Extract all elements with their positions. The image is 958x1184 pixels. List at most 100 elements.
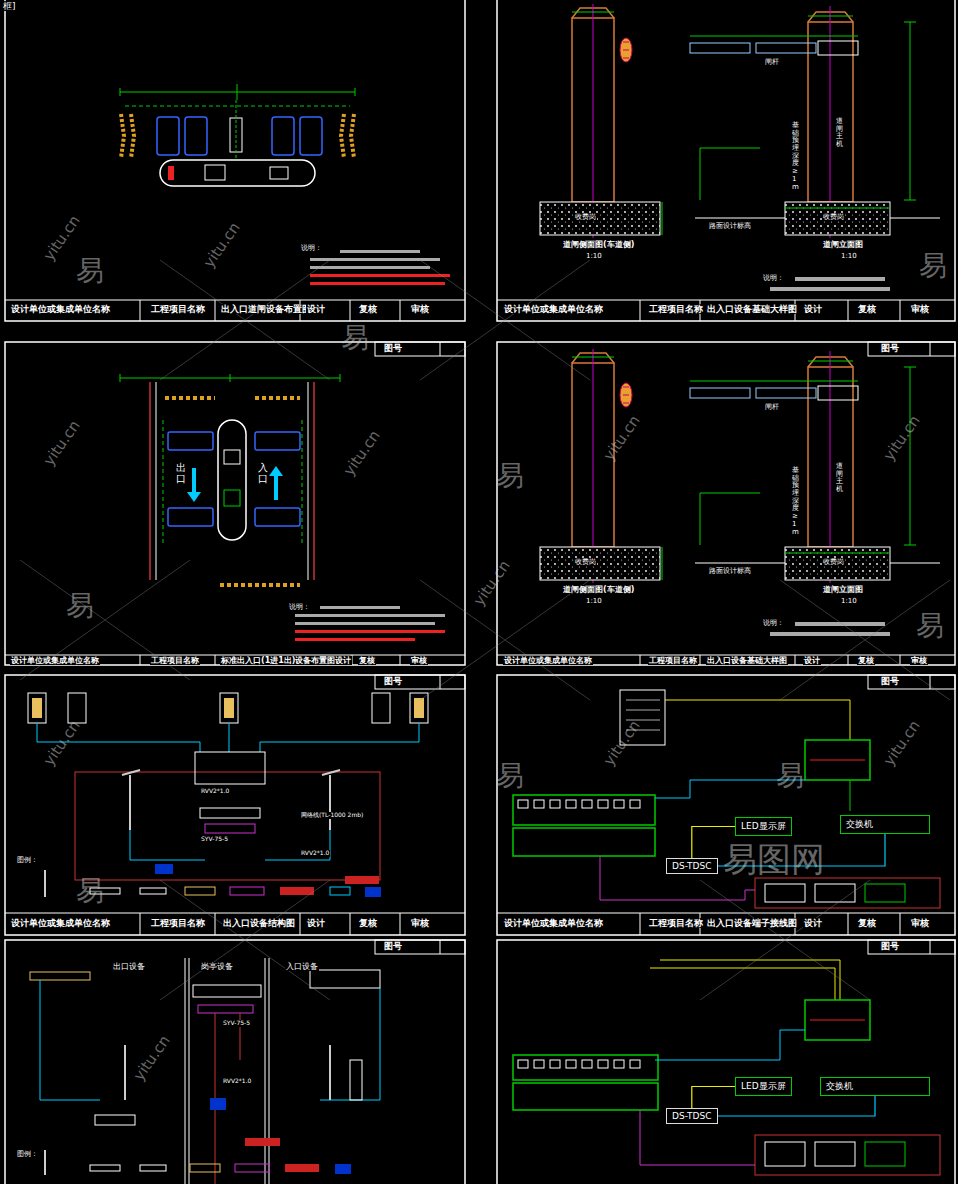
structure-wiring-alt xyxy=(335,1164,351,1174)
terminal-wiring-alt xyxy=(513,1083,658,1110)
title-block-lines xyxy=(900,655,901,665)
label-text: 路面设计标高 xyxy=(708,567,752,575)
structure-wiring-alt xyxy=(189,958,190,1184)
title-cell: 工程项目名称 xyxy=(150,656,200,665)
title-cell: 图号 xyxy=(383,941,403,951)
device-label: 交换机 xyxy=(846,819,873,829)
title-block-lines xyxy=(930,940,931,954)
label-text: 收费岗 xyxy=(822,213,845,221)
entrance-plan xyxy=(308,382,309,580)
terminal-wiring xyxy=(513,795,655,825)
terminal-wiring xyxy=(630,800,640,808)
structure-wiring xyxy=(220,693,238,723)
structure-wiring-alt xyxy=(320,988,380,1100)
watermark: yitu.cn xyxy=(200,219,245,272)
label-text: 说明： xyxy=(762,619,785,627)
gate-plan-layout xyxy=(157,117,179,155)
structure-wiring-alt xyxy=(44,1150,46,1175)
terminal-wiring-alt xyxy=(566,1060,576,1068)
title-block-lines xyxy=(215,300,216,321)
entrance-plan xyxy=(120,374,445,641)
title-cell: 工程项目名称 xyxy=(150,304,206,314)
title-block-lines xyxy=(900,300,901,321)
terminal-wiring xyxy=(614,800,624,808)
terminal-wiring-alt xyxy=(810,1020,865,1021)
watermark-cross xyxy=(160,260,330,380)
title-block-lines xyxy=(375,342,465,356)
gate-plan-layout xyxy=(300,117,322,155)
title-block-lines xyxy=(400,300,401,321)
label-text: 出口设备 xyxy=(112,962,146,971)
title-cell: 出入口设备基础大样图 xyxy=(706,656,788,665)
terminal-wiring xyxy=(513,690,940,908)
watermark-cross xyxy=(420,580,590,700)
structure-wiring xyxy=(265,830,330,860)
structure-wiring-alt xyxy=(40,980,100,1100)
drawing-frame xyxy=(497,940,955,1184)
title-cell: 设计 xyxy=(306,918,326,928)
structure-wiring-alt xyxy=(285,1164,319,1172)
device-box: DS-TDSC xyxy=(666,1108,718,1124)
device-label: DS-TDSC xyxy=(672,1111,712,1121)
watermark-cross xyxy=(700,880,870,1000)
watermark-cross xyxy=(420,580,590,700)
entrance-plan xyxy=(295,638,415,641)
label-text: 说明： xyxy=(288,603,311,611)
structure-wiring xyxy=(230,887,264,895)
title-block-lines xyxy=(440,675,441,689)
terminal-wiring-alt xyxy=(630,1060,640,1068)
title-cell: 复核 xyxy=(358,656,376,665)
label-text: 框] xyxy=(2,1,17,11)
label-text: RVV2*1.0 xyxy=(300,850,330,857)
terminal-wiring-alt xyxy=(650,968,835,1000)
title-cell: 出入口设备基础大样图 xyxy=(706,304,798,314)
terminal-wiring xyxy=(815,884,855,902)
terminal-wiring-alt xyxy=(655,1030,805,1060)
title-block-lines xyxy=(795,655,796,665)
structure-wiring xyxy=(130,830,205,860)
structure-wiring xyxy=(32,698,42,718)
structure-wiring-alt xyxy=(124,1045,126,1100)
structure-wiring-alt xyxy=(198,1005,253,1013)
terminal-wiring xyxy=(755,878,940,908)
structure-wiring xyxy=(329,775,331,830)
structure-wiring xyxy=(140,888,166,894)
terminal-wiring xyxy=(582,800,592,808)
structure-wiring-alt xyxy=(30,972,90,980)
entrance-plan xyxy=(192,468,196,494)
title-block-lines xyxy=(868,675,955,689)
title-block-lines xyxy=(848,300,849,321)
gate-plan-layout xyxy=(237,84,238,100)
device-box: LED显示屏 xyxy=(735,1077,792,1096)
structure-wiring-alt xyxy=(265,958,266,1184)
device-box: 交换机 xyxy=(820,1077,930,1096)
title-block-lines xyxy=(848,913,849,935)
title-block-lines xyxy=(350,300,351,321)
watermark-cross xyxy=(160,880,330,1000)
title-cell: 设计单位或集成单位名称 xyxy=(10,918,111,928)
vertical-label: 入口 xyxy=(258,462,268,484)
title-block-lines xyxy=(375,675,465,689)
structure-wiring xyxy=(200,808,260,818)
structure-wiring-alt xyxy=(30,958,380,1184)
entrance-plan xyxy=(295,630,445,633)
label-text: 说明： xyxy=(762,274,785,282)
gate-plan-layout xyxy=(310,266,430,269)
watermark-cross xyxy=(420,260,590,380)
terminal-wiring xyxy=(626,700,660,701)
title-cell: 复核 xyxy=(358,918,378,928)
entrance-plan xyxy=(163,420,164,545)
watermark-cross xyxy=(700,880,870,1000)
device-box: 交换机 xyxy=(840,815,930,834)
title-cell: 复核 xyxy=(358,304,378,314)
watermark: 易 xyxy=(775,760,805,792)
foundation-detail xyxy=(540,4,940,291)
label-text: 收费岗 xyxy=(574,213,597,221)
title-cell: 道闸侧面图(车道侧) xyxy=(562,585,635,594)
structure-wiring-alt xyxy=(350,1060,362,1100)
watermark: yitu.cn xyxy=(340,427,385,480)
title-block-lines xyxy=(868,342,955,356)
watermark: yitu.cn xyxy=(600,412,645,465)
structure-wiring xyxy=(410,693,428,723)
watermark-cross xyxy=(420,260,590,380)
